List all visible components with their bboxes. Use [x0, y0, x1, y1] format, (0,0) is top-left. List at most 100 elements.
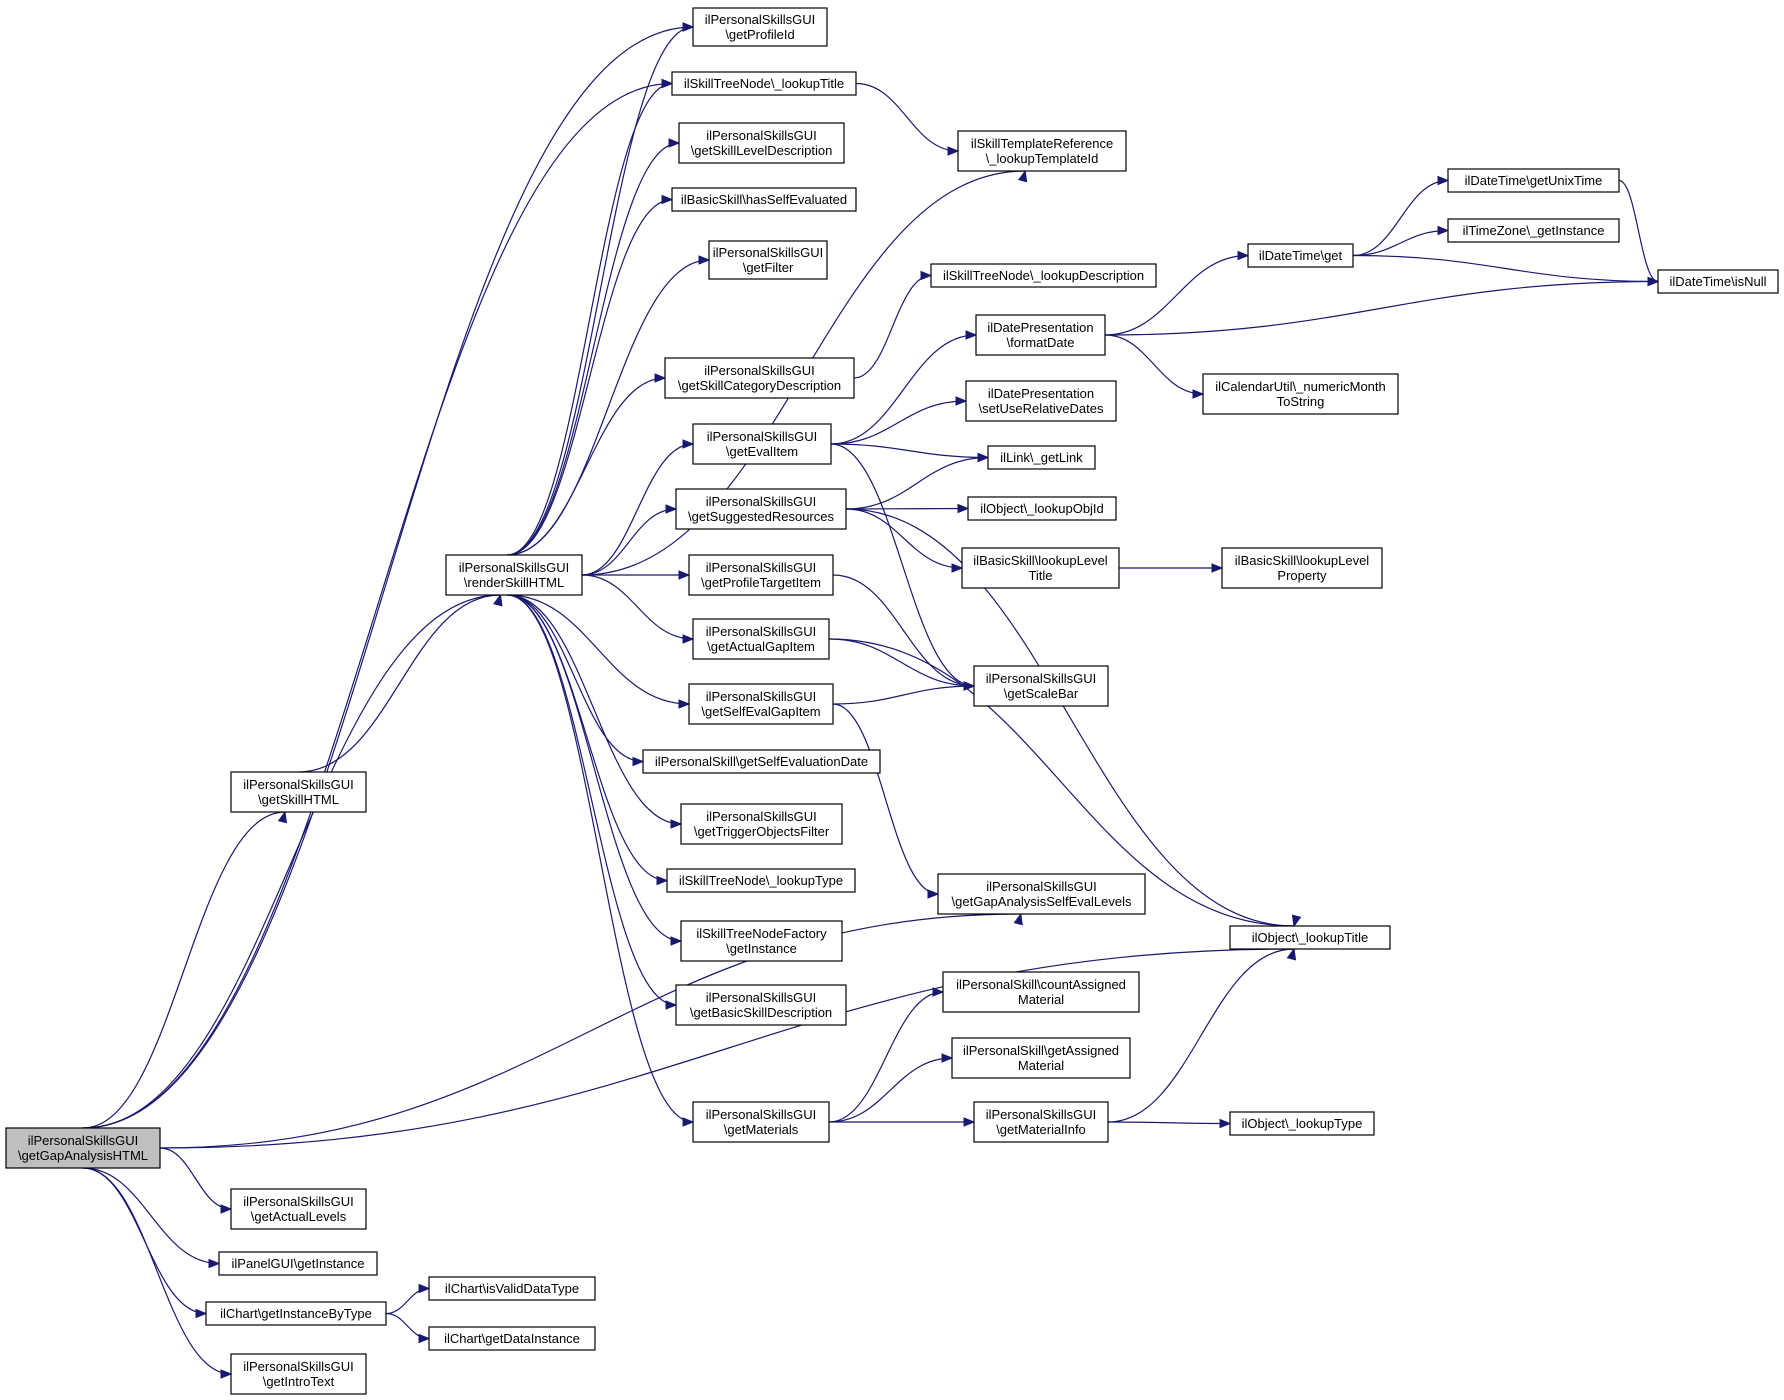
edge-gap-to-getSkillHTML [82, 810, 287, 1129]
node-objLookupType[interactable]: ilObject\_lookupType [1229, 1111, 1375, 1136]
node-box [973, 1101, 1109, 1143]
node-box [1221, 547, 1383, 589]
node-isNull[interactable]: ilDateTime\isNull [1657, 269, 1779, 294]
node-getScaleBar[interactable]: ilPersonalSkillsGUI\getScaleBar [973, 665, 1109, 707]
node-box [708, 240, 828, 280]
node-label: ilPersonalSkillsGUI [28, 1133, 139, 1148]
node-getDataInstance[interactable]: ilChart\getDataInstance [428, 1326, 596, 1351]
node-label: ilPersonalSkill\countAssigned [956, 977, 1126, 992]
node-getSuggestedResources[interactable]: ilPersonalSkillsGUI\getSuggestedResource… [675, 488, 847, 530]
node-box [675, 488, 847, 530]
node-box [1229, 1111, 1375, 1136]
node-getTriggerObjectsFilter[interactable]: ilPersonalSkillsGUI\getTriggerObjectsFil… [680, 803, 843, 845]
node-getSelfEvalGapItem[interactable]: ilPersonalSkillsGUI\getSelfEvalGapItem [688, 683, 834, 725]
node-getSkillLevelDescription[interactable]: ilPersonalSkillsGUI\getSkillLevelDescrip… [678, 122, 845, 164]
edge-getSuggestedResources-to-getLink [845, 452, 990, 510]
node-lookupTitle[interactable]: ilSkillTreeNode\_lookupTitle [671, 71, 857, 96]
edge-dtGet-to-getUnixTime [1352, 175, 1450, 257]
node-box [230, 1353, 367, 1395]
node-getInstanceByType[interactable]: ilChart\getInstanceByType [205, 1301, 387, 1326]
node-getProfileTargetItem[interactable]: ilPersonalSkillsGUI\getProfileTargetItem [688, 554, 834, 596]
node-box [973, 665, 1109, 707]
node-panelGetInstance[interactable]: ilPanelGUI\getInstance [218, 1251, 378, 1276]
edge-renderSkillHTML-to-getTriggerObjectsFilter [507, 594, 683, 829]
arrowhead [951, 563, 964, 573]
node-getUnixTime[interactable]: ilDateTime\getUnixTime [1447, 168, 1620, 193]
arrowhead [670, 819, 683, 829]
arrowhead [927, 889, 940, 899]
node-lookupDescription[interactable]: ilSkillTreeNode\_lookupDescription [930, 263, 1157, 288]
node-getProfileId[interactable]: ilPersonalSkillsGUI\getProfileId [692, 7, 828, 47]
edge-getMaterialInfo-to-objLookupType [1107, 1118, 1232, 1129]
node-box [680, 803, 843, 845]
arrowhead [1286, 947, 1296, 961]
node-getSkillHTML[interactable]: ilPersonalSkillsGUI\getSkillHTML [230, 771, 367, 813]
arrowhead [957, 503, 970, 514]
node-getActualLevels[interactable]: ilPersonalSkillsGUI\getActualLevels [230, 1188, 367, 1230]
edge-getMaterialInfo-to-objLookupTitle [1107, 947, 1296, 1123]
node-getGapAnalysisSelfEvalLevels[interactable]: ilPersonalSkillsGUI\getGapAnalysisSelfEv… [937, 873, 1146, 915]
node-box [692, 618, 830, 660]
node-gap[interactable]: ilPersonalSkillsGUI\getGapAnalysisHTML [5, 1127, 161, 1169]
node-getActualGapItem[interactable]: ilPersonalSkillsGUI\getActualGapItem [692, 618, 830, 660]
node-getMaterials[interactable]: ilPersonalSkillsGUI\getMaterials [692, 1101, 830, 1143]
node-box [942, 971, 1140, 1013]
node-label: \getProfileTargetItem [701, 575, 821, 590]
node-label: Material [1018, 1058, 1064, 1073]
node-hasSelfEvaluated[interactable]: ilBasicSkill\hasSelfEvaluated [671, 187, 857, 212]
node-lookupObjId[interactable]: ilObject\_lookupObjId [967, 496, 1117, 521]
node-box [680, 920, 843, 962]
node-label: ilBasicSkill\lookupLevel [1235, 553, 1370, 568]
node-getBasicSkillDescription[interactable]: ilPersonalSkillsGUI\getBasicSkillDescrip… [675, 984, 847, 1026]
node-getLink[interactable]: ilLink\_getLink [987, 445, 1096, 470]
node-isValidDataType[interactable]: ilChart\isValidDataType [428, 1276, 596, 1301]
node-setUseRelativeDates[interactable]: ilDatePresentation\setUseRelativeDates [965, 380, 1117, 422]
node-box [951, 1037, 1131, 1079]
node-label: ilPersonalSkillsGUI [704, 363, 815, 378]
node-label: ilSkillTreeNode\_lookupTitle [684, 76, 844, 91]
node-getMaterialInfo[interactable]: ilPersonalSkillsGUI\getMaterialInfo [973, 1101, 1109, 1143]
edge-getEvalItem-to-setUseRelativeDates [830, 396, 968, 445]
arrowhead [661, 194, 674, 205]
node-box [671, 187, 857, 212]
arrowhead [1211, 563, 1224, 573]
arrowhead [1437, 175, 1450, 186]
edge-renderSkillHTML-to-getMaterials [507, 594, 695, 1127]
node-box [1229, 925, 1391, 950]
node-label: \getActualGapItem [707, 639, 815, 654]
node-dtGet[interactable]: ilDateTime\get [1247, 243, 1354, 268]
node-label: ilPersonalSkillsGUI [706, 624, 817, 639]
node-label: \_lookupTemplateId [986, 151, 1099, 166]
node-box [445, 554, 583, 596]
node-objLookupTitle[interactable]: ilObject\_lookupTitle [1229, 925, 1391, 950]
node-renderSkillHTML[interactable]: ilPersonalSkillsGUI\renderSkillHTML [445, 554, 583, 596]
arrowhead [682, 439, 695, 449]
node-label: ilSkillTreeNode\_lookupDescription [943, 268, 1144, 283]
node-tzGetInstance[interactable]: ilTimeZone\_getInstance [1447, 218, 1620, 243]
node-box [5, 1127, 161, 1169]
node-lookupTemplateId[interactable]: ilSkillTemplateReference\_lookupTemplate… [957, 130, 1127, 172]
edge-getSelfEvalGapItem-to-getScaleBar [832, 681, 976, 705]
node-getSkillCategoryDescription[interactable]: ilPersonalSkillsGUI\getSkillCategoryDesc… [664, 357, 855, 399]
node-label: \getSkillLevelDescription [691, 143, 833, 158]
node-getEvalItem[interactable]: ilPersonalSkillsGUI\getEvalItem [692, 423, 832, 465]
arrowhead [493, 593, 503, 607]
edge-getMaterials-to-getAssignedMaterial [828, 1053, 954, 1123]
node-label: ilPersonalSkillsGUI [706, 689, 817, 704]
edge-renderSkillHTML-to-getSuggestedResources [581, 504, 678, 576]
node-formatDate[interactable]: ilDatePresentation\formatDate [975, 314, 1106, 356]
edge-renderSkillHTML-to-getSkillLevelDescription [507, 138, 681, 556]
node-getSelfEvaluationDate[interactable]: ilPersonalSkill\getSelfEvaluationDate [642, 749, 881, 774]
node-getFilter[interactable]: ilPersonalSkillsGUI\getFilter [708, 240, 828, 280]
node-lookupType[interactable]: ilSkillTreeNode\_lookupType [666, 868, 856, 893]
node-getIntroText[interactable]: ilPersonalSkillsGUI\getIntroText [230, 1353, 367, 1395]
edges [82, 22, 1660, 1379]
node-factoryGetInstance[interactable]: ilSkillTreeNodeFactory\getInstance [680, 920, 843, 962]
arrowhead [665, 1000, 678, 1010]
node-box [1447, 168, 1620, 193]
